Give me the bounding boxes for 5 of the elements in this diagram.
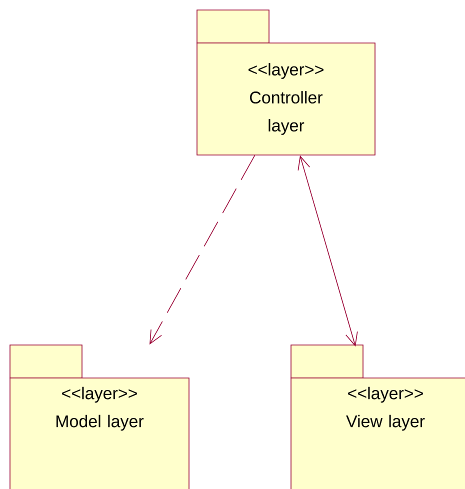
arrow	[298, 155, 358, 347]
package: <<layer>> Controller layer	[196, 10, 376, 156]
arrow	[150, 155, 256, 345]
package: <<layer>> View layer	[290, 344, 465, 489]
package: <<layer>> Model layer	[10, 344, 190, 489]
